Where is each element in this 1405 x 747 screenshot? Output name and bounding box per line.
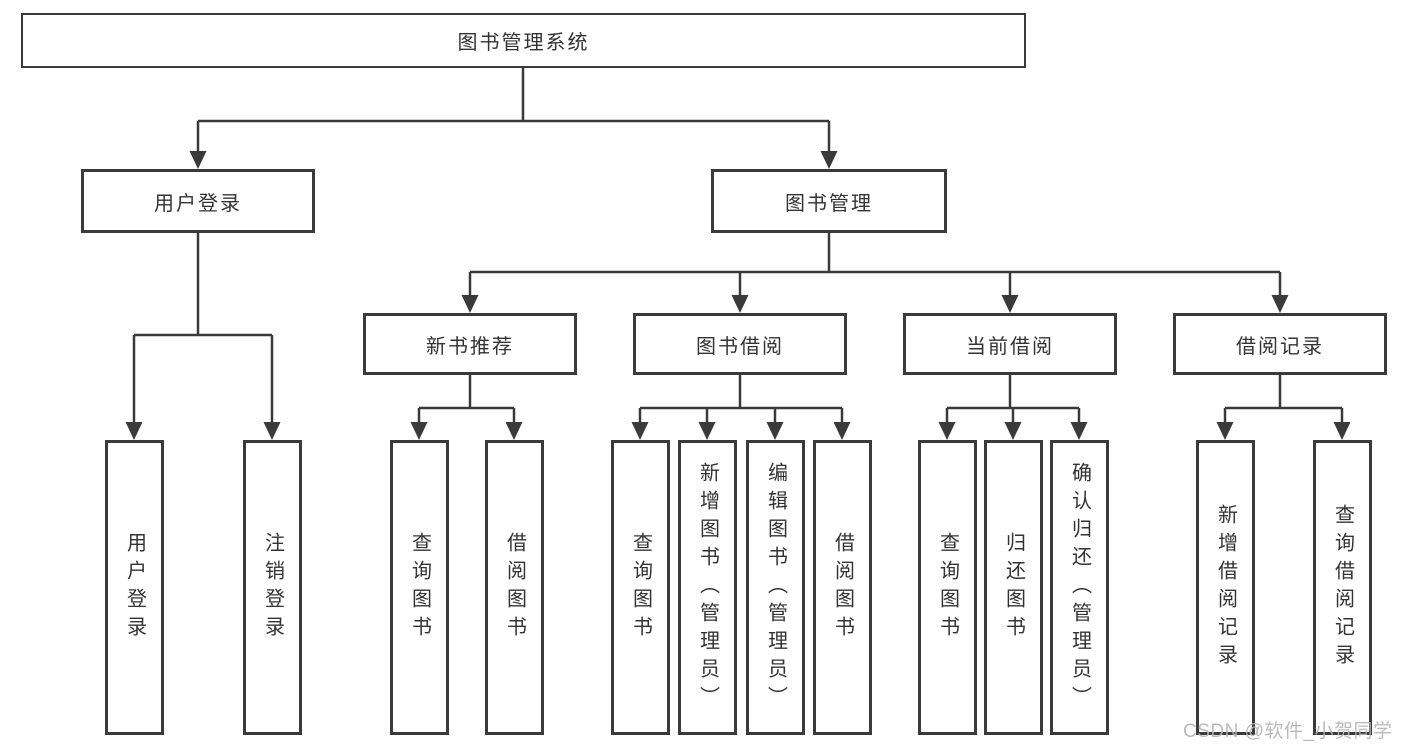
node-label: 图书管理系统 [457,32,590,54]
node-label: 查询图书 [936,531,959,644]
node-label: 查询图书 [408,531,431,644]
node-label: 借阅记录 [1236,335,1324,358]
node-label: 确认归还（管理员） [1068,461,1091,714]
node-leaf-query-books-borrow: 查询图书 [611,440,670,735]
node-leaf-add-book-admin: 新增图书（管理员） [678,440,737,735]
arrowheads [125,151,1351,440]
node-borrow-records: 借阅记录 [1173,313,1387,375]
node-new-book-recommend: 新书推荐 [363,313,577,375]
node-leaf-confirm-return-admin: 确认归还（管理员） [1050,440,1109,735]
node-label: 图书借阅 [696,335,784,358]
node-label: 新书推荐 [426,335,514,358]
node-label: 归还图书 [1002,531,1025,644]
node-leaf-borrow-books: 借阅图书 [813,440,872,735]
tree-edges [132,68,1344,425]
node-label: 编辑图书（管理员） [764,461,787,714]
node-leaf-return-books: 归还图书 [984,440,1043,735]
node-root: 图书管理系统 [21,13,1026,68]
node-leaf-add-borrow-record: 新增借阅记录 [1196,440,1255,735]
node-book-management: 图书管理 [711,169,947,233]
node-label: 用户登录 [154,192,242,215]
node-label: 新增借阅记录 [1214,503,1237,672]
node-label: 用户登录 [123,531,146,644]
node-label: 借阅图书 [503,531,526,644]
node-label: 新增图书（管理员） [696,461,719,714]
node-leaf-user-login: 用户登录 [105,440,164,735]
node-label: 借阅图书 [831,531,854,644]
node-label: 注销登录 [261,531,284,644]
node-leaf-query-books-current: 查询图书 [918,440,977,735]
node-label: 当前借阅 [966,335,1054,358]
node-leaf-edit-book-admin: 编辑图书（管理员） [746,440,805,735]
node-user-login: 用户登录 [81,169,315,233]
node-leaf-query-books-recommend: 查询图书 [390,440,449,735]
node-leaf-logout: 注销登录 [243,440,302,735]
node-current-borrow: 当前借阅 [903,313,1117,375]
csdn-watermark: CSDN @软件_小贺同学 [1183,721,1393,742]
node-label: 查询图书 [629,531,652,644]
node-leaf-query-borrow-record: 查询借阅记录 [1313,440,1372,735]
node-label: 图书管理 [785,192,873,215]
node-book-borrow: 图书借阅 [633,313,847,375]
node-leaf-borrow-books-recommend: 借阅图书 [485,440,544,735]
node-label: 查询借阅记录 [1331,503,1354,672]
